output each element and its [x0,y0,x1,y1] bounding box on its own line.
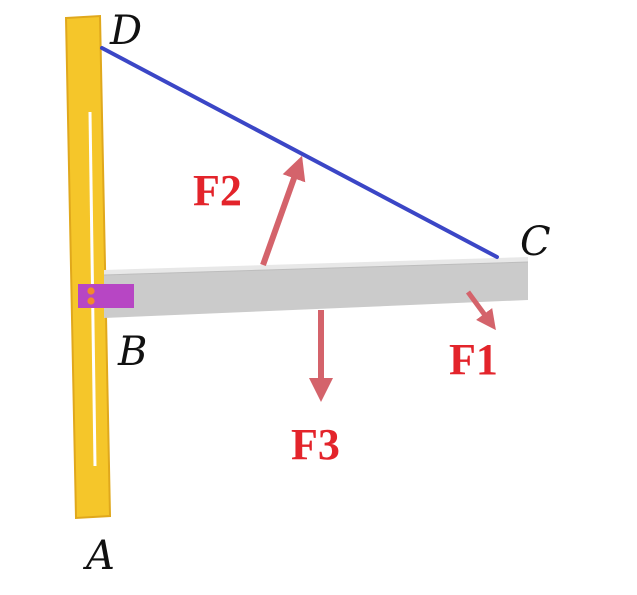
bolt-upper [87,287,95,295]
bracket-plate [78,284,134,308]
force-f2-arrow [260,155,306,267]
wall-post [64,14,112,520]
cable-dc [100,46,499,259]
force-label-f2: F2 [193,166,242,215]
wall-post-body [64,14,112,520]
beam [103,257,529,318]
force-label-f3: F3 [291,420,340,469]
point-label-b: B [117,329,147,375]
beam-edge [103,261,529,276]
point-label-d: D [109,8,142,54]
force-f1-arrow [465,290,496,331]
bolt-lower [87,297,95,305]
beam-front-face [104,262,528,318]
force-label-f1: F1 [449,335,498,384]
point-label-c: C [520,219,551,265]
point-label-a: A [82,533,115,579]
beam-top-face [104,257,528,275]
hinge-bracket [78,284,134,308]
